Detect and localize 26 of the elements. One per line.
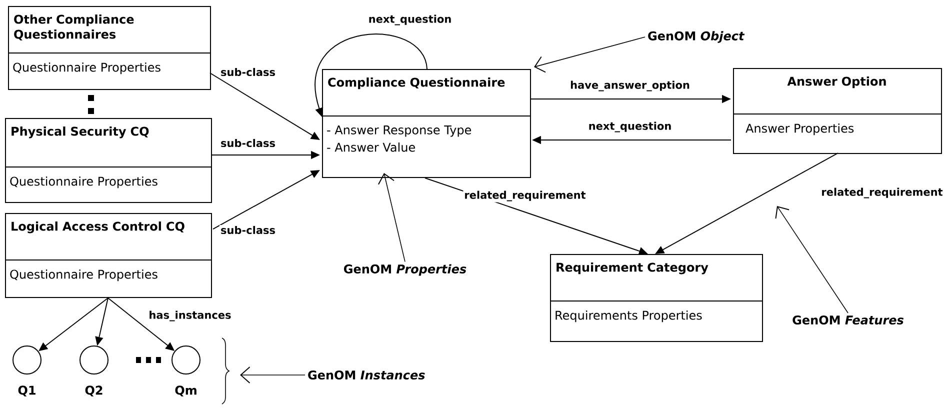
class-box: Requirement Category Requirements Properties <box>550 254 763 342</box>
callout-text: GenOM Object <box>648 31 745 43</box>
edge-label: sub-class <box>220 138 276 148</box>
edge-label: related_requirement <box>463 190 587 202</box>
class-box: Logical Access Control CQ Questionnaire Properties <box>4 213 212 298</box>
leader-arrow <box>378 173 406 262</box>
edge-label: related_requirement <box>820 186 944 200</box>
leader-arrow <box>775 206 848 314</box>
edge-label: has_instances <box>148 310 232 322</box>
class-box: Other Compliance Questionnaires Questionnaire Properties <box>8 6 211 90</box>
callout-text: GenOM Instances <box>308 370 425 380</box>
instance-label: Qm <box>175 386 196 396</box>
edge-label: next_question <box>367 14 453 26</box>
class-box: Answer Option Answer Properties <box>732 68 942 154</box>
edge-label: have_answer_option <box>569 80 691 92</box>
edge-label: sub-class <box>220 224 276 236</box>
instance-label: Q1 <box>18 386 36 396</box>
callout-text: GenOM Features <box>792 315 904 325</box>
instance-label: Q2 <box>85 386 102 396</box>
edge-label: sub-class <box>220 66 276 78</box>
leader-arrow <box>534 36 646 73</box>
class-box: Physical Security CQ Questionnaire Properties <box>4 118 212 203</box>
edge-label: next_question <box>587 120 673 134</box>
class-box: Compliance Questionnaire - Answer Response Type - Answer Value <box>322 69 531 178</box>
callout-text: GenOM Properties <box>344 264 466 276</box>
leader-arrow <box>240 366 306 384</box>
